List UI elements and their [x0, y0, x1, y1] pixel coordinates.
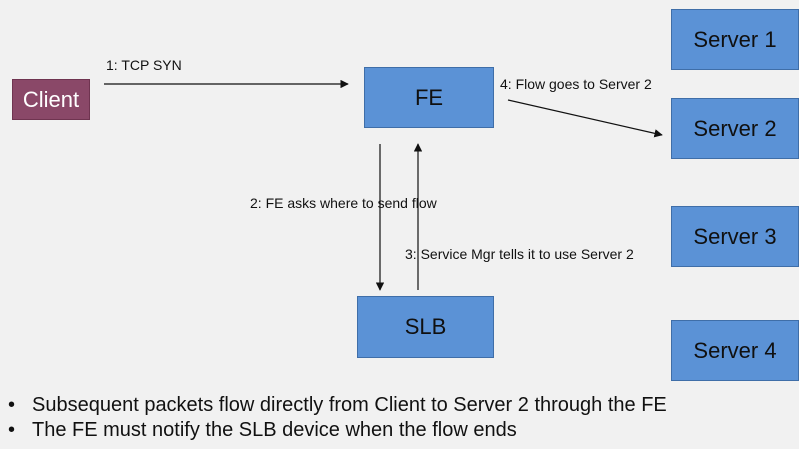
step-4-label: 4: Flow goes to Server 2: [500, 76, 652, 92]
notes-list: Subsequent packets flow directly from Cl…: [8, 393, 667, 443]
note-item: Subsequent packets flow directly from Cl…: [8, 393, 667, 418]
note-item: The FE must notify the SLB device when t…: [8, 418, 667, 443]
server-3-node: Server 3: [671, 206, 799, 267]
server-2-node: Server 2: [671, 98, 799, 159]
step-3-label: 3: Service Mgr tells it to use Server 2: [405, 246, 634, 262]
slb-node: SLB: [357, 296, 494, 358]
server-2-label: Server 2: [693, 115, 777, 141]
server-1-node: Server 1: [671, 9, 799, 70]
client-label: Client: [22, 86, 80, 112]
arrow-fe-to-server-2: [507, 99, 663, 138]
fe-node: FE: [364, 67, 494, 128]
step-1-label: 1: TCP SYN: [106, 57, 182, 73]
server-4-label: Server 4: [693, 337, 777, 363]
fe-label: FE: [414, 84, 444, 110]
server-3-label: Server 3: [693, 223, 777, 249]
server-1-label: Server 1: [693, 26, 777, 52]
client-node: Client: [12, 79, 90, 120]
slb-label: SLB: [404, 314, 447, 339]
step-2-label: 2: FE asks where to send flow: [250, 195, 437, 211]
server-4-node: Server 4: [671, 320, 799, 381]
